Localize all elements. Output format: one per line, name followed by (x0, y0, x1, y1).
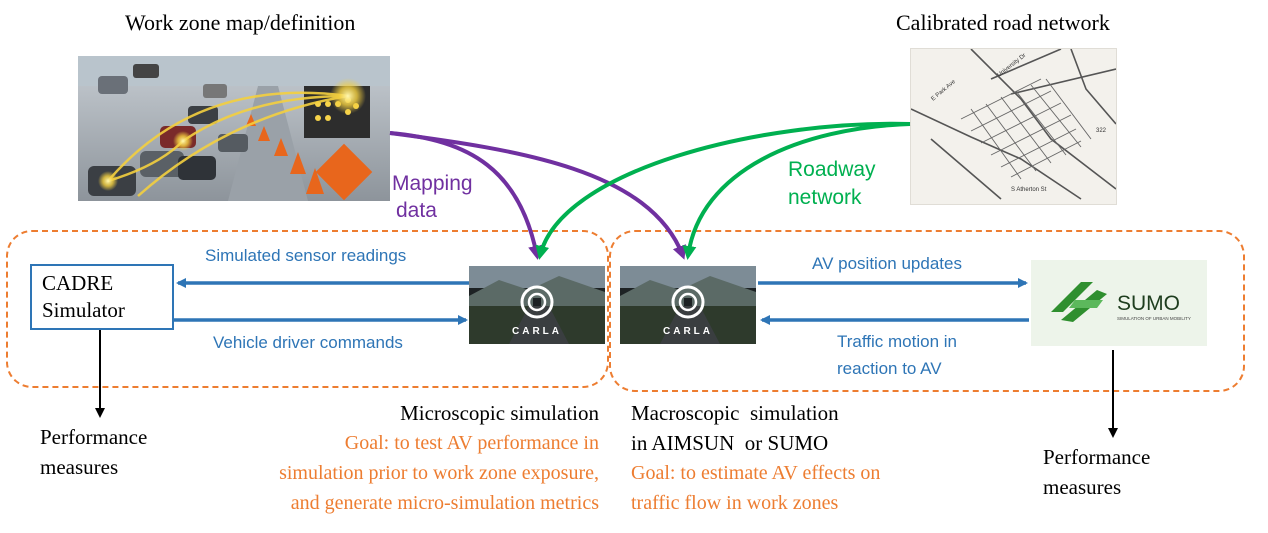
sumo-logo: SUMO SIMULATION OF URBAN MOBILITY (1031, 260, 1207, 346)
sumo-wordmark: SUMO (1117, 292, 1180, 315)
traffic-motion-label: Traffic motion in reaction to AV (837, 332, 957, 378)
road-network-title: Calibrated road network (896, 10, 1110, 35)
microscopic-simulation-text: Microscopic simulation Goal: to test AV … (210, 398, 599, 518)
map-route-label: 322 (1096, 128, 1107, 134)
work-zone-title: Work zone map/definition (125, 10, 356, 35)
macroscopic-heading: Macroscopic simulation (631, 401, 839, 425)
macroscopic-goal-line: Goal: to estimate AV effects on (631, 462, 881, 484)
macroscopic-simulation-group (609, 230, 1245, 392)
carla-wordmark: CARLA (512, 326, 562, 337)
roadway-arrow-to-macro (682, 122, 911, 260)
driver-commands-label: Vehicle driver commands (213, 333, 403, 352)
cadre-simulator-box: CADRE Simulator (30, 264, 174, 330)
work-zone-photo (78, 56, 390, 201)
micro-performance-measures: Performance measures (40, 425, 148, 479)
microscopic-goal-line: and generate micro-simulation metrics (290, 492, 599, 514)
roadway-network-label: Roadway network (788, 158, 876, 209)
mapping-data-label: Mapping data (392, 172, 473, 222)
microscopic-simulation-group (6, 230, 609, 388)
carla-logo-macro: CARLA (620, 266, 756, 344)
mapping-arrow-to-macro (389, 131, 686, 260)
microscopic-goal-line: simulation prior to work zone exposure, (279, 462, 599, 484)
position-updates-label: AV position updates (812, 254, 962, 273)
road-network-map: E Park Ave University Dr S Atherton St 3… (910, 48, 1117, 205)
macro-performance-measures: Performance measures (1043, 445, 1151, 499)
microscopic-goal-line: Goal: to test AV performance in (344, 432, 599, 454)
roadway-arrow-to-micro (535, 121, 911, 260)
macroscopic-heading: in AIMSUN or SUMO (631, 431, 829, 455)
sumo-tagline: SIMULATION OF URBAN MOBILITY (1117, 316, 1191, 321)
map-street-label: S Atherton St (1011, 187, 1047, 193)
carla-wordmark: CARLA (663, 326, 713, 337)
macroscopic-goal-line: traffic flow in work zones (631, 492, 839, 514)
carla-logo-micro: CARLA (469, 266, 605, 344)
microscopic-heading: Microscopic simulation (400, 401, 599, 425)
sensor-readings-label: Simulated sensor readings (205, 246, 407, 265)
macroscopic-simulation-text: Macroscopic simulation in AIMSUN or SUMO… (631, 398, 880, 518)
